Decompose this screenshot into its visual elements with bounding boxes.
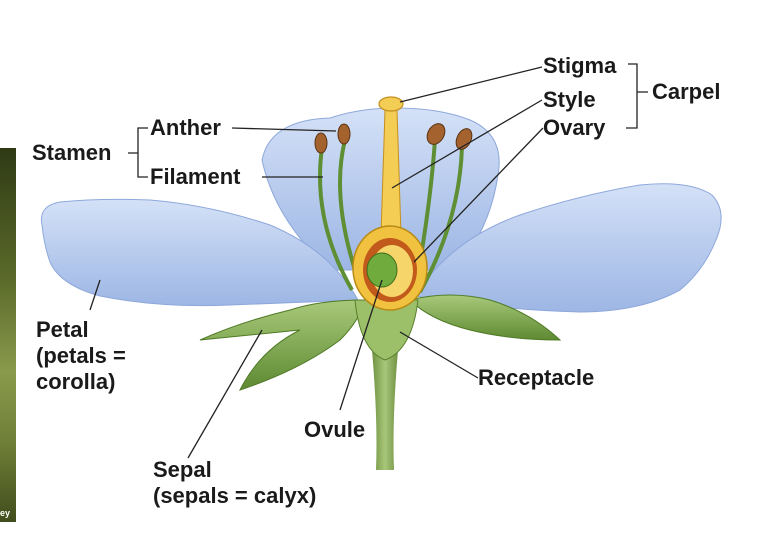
petal-right (414, 183, 722, 313)
leader-ovary (413, 127, 544, 263)
label-petal-sub1: (petals = (36, 343, 126, 368)
filament-2 (318, 147, 354, 291)
sepal-left (199, 299, 366, 391)
label-ovary: Ovary (543, 115, 606, 140)
label-sepal: Sepal (153, 457, 212, 482)
stigma (378, 96, 404, 112)
label-filament: Filament (150, 164, 241, 189)
label-petal-sub2: corolla) (36, 369, 116, 394)
leader-stigma (399, 66, 543, 103)
sepal-right (409, 294, 562, 341)
bracket-stamen (128, 127, 148, 178)
leader-ovule (339, 279, 383, 411)
leader-anther (231, 127, 337, 132)
label-receptacle: Receptacle (478, 365, 595, 390)
anther-2 (314, 132, 328, 154)
leader-receptacle (399, 331, 479, 379)
ovule (366, 252, 398, 288)
leader-sepal (187, 329, 263, 459)
stem (372, 350, 398, 470)
style (380, 109, 402, 236)
leader-style (391, 99, 543, 189)
background-photo-strip (0, 148, 16, 522)
filament-4 (418, 145, 464, 293)
anther-1 (337, 123, 351, 145)
label-sepal-sub: (sepals = calyx) (153, 483, 317, 508)
label-style: Style (543, 87, 596, 112)
credit-text: ey (0, 508, 11, 518)
petal-left (40, 198, 359, 307)
bracket-carpel (626, 63, 648, 129)
label-ovule: Ovule (304, 417, 366, 442)
leader-petal (89, 279, 101, 311)
label-stamen: Stamen (32, 140, 112, 165)
label-stigma: Stigma (543, 53, 617, 78)
label-petal: Petal (36, 317, 89, 342)
label-anther: Anther (150, 115, 221, 140)
anther-3 (426, 123, 446, 145)
label-carpel: Carpel (652, 79, 721, 104)
